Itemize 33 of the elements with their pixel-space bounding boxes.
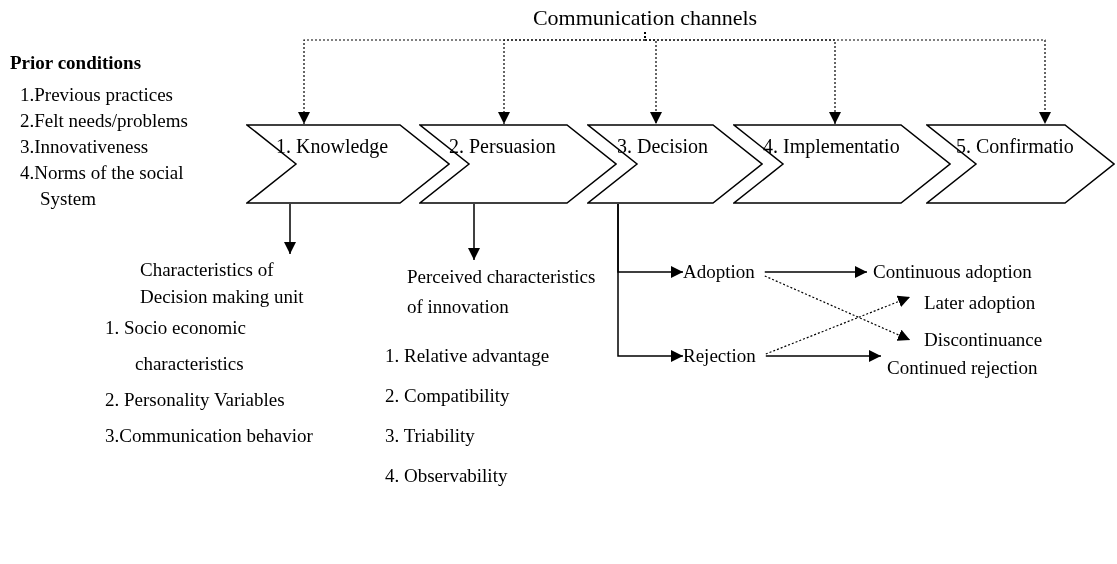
- list-heading: Characteristics of Decision making unit: [140, 258, 305, 309]
- stage-label: 3. Decision: [617, 134, 709, 158]
- list-item: 3. Triability: [385, 424, 476, 448]
- outcome-label: Adoption: [683, 260, 755, 284]
- stage-label: 2. Persuasion: [449, 134, 556, 158]
- stage-label: 4. Implementatio: [763, 134, 900, 158]
- dotted-arrow: [764, 275, 911, 341]
- outcome-label: Continuous adoption: [873, 260, 1032, 284]
- list-heading: Perceived characteristics of innovation: [407, 265, 597, 319]
- stage-label: 5. Confirmatio: [956, 134, 1074, 158]
- list-item: 2.Felt needs/problems: [20, 109, 189, 133]
- outcome-label: Rejection: [683, 344, 756, 368]
- list-item: 2. Personality Variables: [105, 388, 286, 412]
- outcome-label: Continued rejection: [887, 356, 1038, 380]
- list-item: 4. Observability: [385, 464, 509, 488]
- list-item: 3.Communication behavior: [105, 424, 314, 448]
- list-heading: Prior conditions: [10, 51, 143, 75]
- arrow: [765, 350, 882, 362]
- arrow: [617, 203, 684, 362]
- list-item: 2. Compatibility: [385, 384, 511, 408]
- list-item: 1.Previous practices: [20, 83, 174, 107]
- dotted-arrow: [644, 31, 1051, 125]
- arrow: [284, 203, 296, 255]
- dotted-arrow: [765, 295, 911, 355]
- list-item: 1. Relative advantage: [385, 344, 551, 368]
- list-item: 1. Socio economic characteristics: [105, 316, 247, 376]
- outcome-label: Later adoption: [924, 291, 1036, 315]
- list-item: 3.Innovativeness: [20, 135, 150, 159]
- arrow: [468, 203, 480, 261]
- heading-label: Communication channels: [532, 4, 758, 32]
- outcome-label: Discontinuance: [924, 328, 1043, 352]
- arrow: [764, 266, 868, 278]
- list-item: 4.Norms of the social System: [20, 161, 185, 211]
